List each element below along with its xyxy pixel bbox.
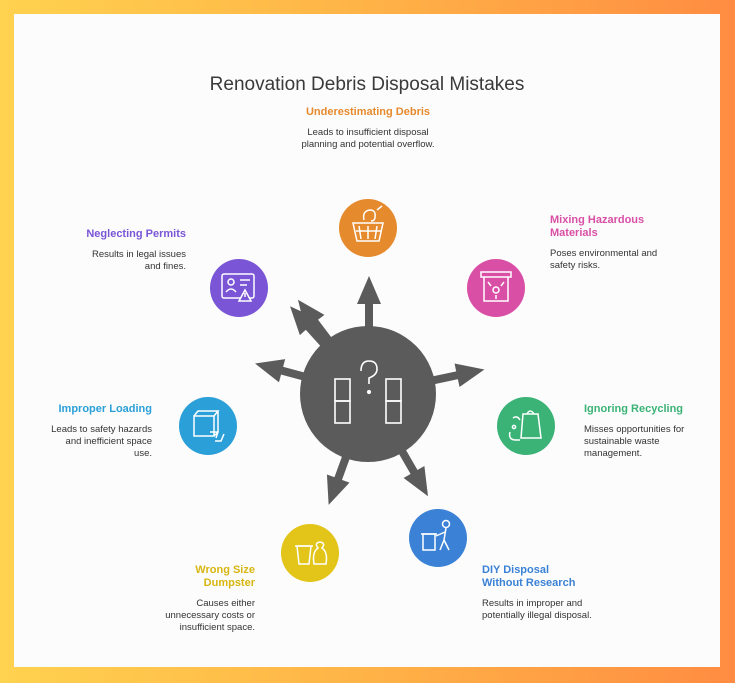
label-recycling: Ignoring Recycling Misses opportunities …: [584, 403, 706, 460]
recycling-title: Ignoring Recycling: [584, 403, 684, 415]
diy-title: DIY Disposal Without Research: [482, 564, 576, 589]
arrow-up: [357, 276, 381, 339]
box-recycle-icon: [193, 410, 225, 442]
hub: [300, 326, 436, 462]
trash-bags-icon: [295, 541, 328, 565]
label-loading: Improper Loading Leads to safety hazards…: [48, 403, 152, 460]
hazardous-title: Mixing Hazardous Materials: [550, 214, 645, 239]
diagram-card: Renovation Debris Disposal Mistakes: [14, 14, 720, 667]
label-underestimating: Underestimating Debris Leads to insuffic…: [296, 106, 440, 151]
underestimating-desc: Leads to insufficient disposal planning …: [301, 127, 435, 150]
id-card-warning-icon: [221, 273, 255, 302]
node-permits: [210, 259, 268, 317]
label-permits: Neglecting Permits Results in legal issu…: [74, 228, 186, 273]
question-blocks-icon: [334, 360, 402, 424]
basket-icon: [352, 205, 384, 242]
node-dumpster: [281, 524, 339, 582]
underestimating-title: Underestimating Debris: [305, 106, 431, 118]
dumpster-desc: Causes either unnecessary costs or insuf…: [165, 598, 255, 633]
node-hazardous: [467, 259, 525, 317]
recycle-bag-icon: [508, 410, 542, 441]
diy-desc: Results in improper and potentially ille…: [482, 598, 592, 621]
hazardous-desc: Poses environmental and safety risks.: [550, 248, 658, 271]
node-diy: [409, 509, 467, 567]
dumpster-title: Wrong Size Dumpster: [195, 564, 255, 589]
loading-desc: Leads to safety hazards and inefficient …: [51, 424, 152, 459]
hazard-bin-icon: [480, 271, 512, 302]
label-diy: DIY Disposal Without Research Results in…: [482, 564, 592, 622]
recycling-desc: Misses opportunities for sustainable was…: [584, 424, 685, 459]
diagram-title: Renovation Debris Disposal Mistakes: [209, 74, 525, 95]
loading-title: Improper Loading: [58, 403, 153, 415]
permits-desc: Results in legal issues and fines.: [92, 249, 186, 272]
node-loading: [179, 397, 237, 455]
node-recycling: [497, 397, 555, 455]
label-hazardous: Mixing Hazardous Materials Poses environ…: [550, 214, 670, 272]
diagram-canvas: [179, 199, 555, 582]
node-underestimating: [339, 199, 397, 257]
permits-title: Neglecting Permits: [86, 228, 186, 240]
label-dumpster: Wrong Size Dumpster Causes either unnece…: [155, 564, 255, 634]
person-bin-icon: [421, 519, 451, 551]
